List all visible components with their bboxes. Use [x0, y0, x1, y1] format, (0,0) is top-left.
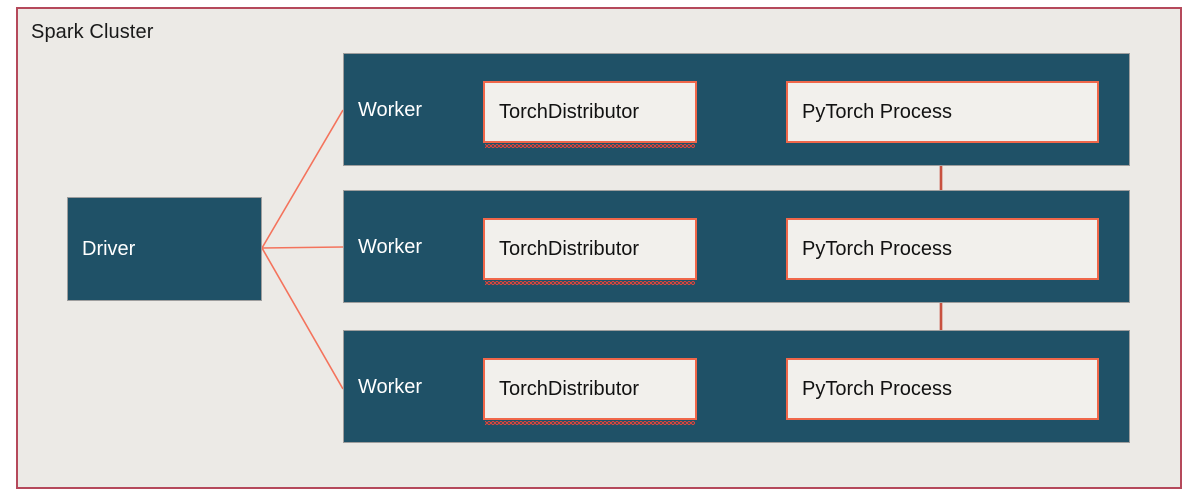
torch-distributor-label-3: TorchDistributor: [499, 377, 640, 400]
driver-label: Driver: [82, 237, 136, 260]
worker-node-1[interactable]: Worker TorchDistributor PyTorch Process: [343, 53, 1130, 166]
worker-label-3: Worker: [358, 376, 423, 398]
pytorch-process-box-3[interactable]: PyTorch Process: [786, 358, 1099, 420]
driver-node[interactable]: Driver: [67, 197, 262, 301]
spellcheck-squiggle-icon: [485, 281, 695, 285]
pytorch-process-label-3: PyTorch Process: [802, 377, 953, 400]
pytorch-process-box-1[interactable]: PyTorch Process: [786, 81, 1099, 143]
worker-node-3[interactable]: Worker TorchDistributor PyTorch Process: [343, 330, 1130, 443]
pytorch-process-label-1: PyTorch Process: [802, 100, 953, 123]
worker-label-2: Worker: [358, 236, 423, 258]
spellcheck-squiggle-icon: [485, 421, 695, 425]
spellcheck-squiggle-icon: [485, 144, 695, 148]
torch-distributor-label-2: TorchDistributor: [499, 237, 640, 260]
torch-distributor-label-1: TorchDistributor: [499, 100, 640, 123]
torch-distributor-box-3[interactable]: TorchDistributor: [483, 358, 697, 425]
worker-label-1: Worker: [358, 99, 423, 121]
spark-cluster-title: Spark Cluster: [31, 21, 154, 43]
torch-distributor-box-2[interactable]: TorchDistributor: [483, 218, 697, 285]
pytorch-process-label-2: PyTorch Process: [802, 237, 953, 260]
worker-node-2[interactable]: Worker TorchDistributor PyTorch Process: [343, 190, 1130, 303]
pytorch-process-box-2[interactable]: PyTorch Process: [786, 218, 1099, 280]
torch-distributor-box-1[interactable]: TorchDistributor: [483, 81, 697, 148]
